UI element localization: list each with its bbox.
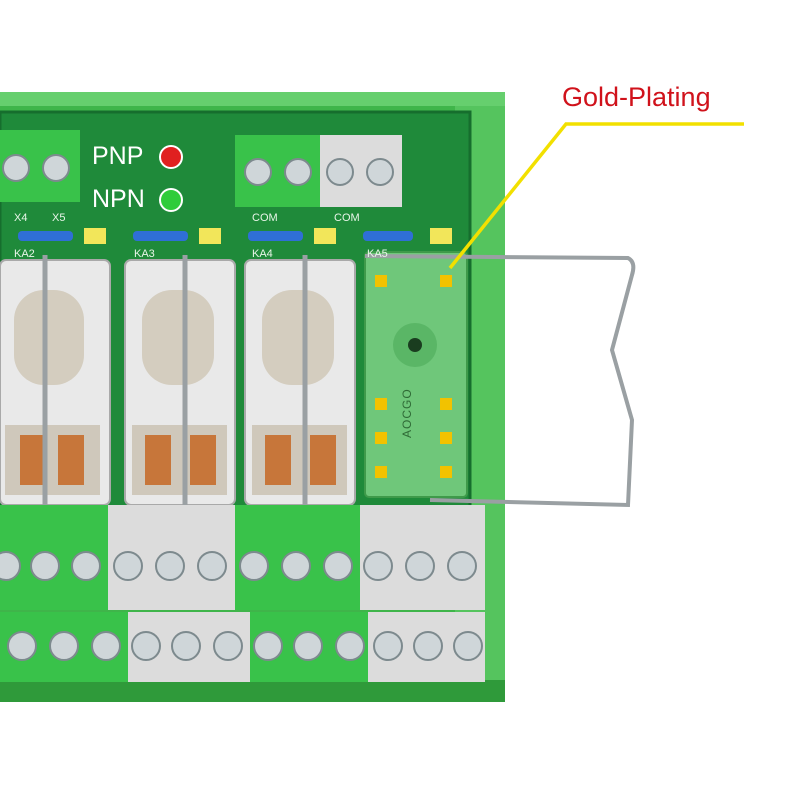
pnp-label: PNP — [92, 142, 144, 170]
com-label-1: COM — [252, 212, 278, 224]
gold-pin — [375, 432, 387, 444]
terminal-row-lower — [0, 612, 485, 682]
com-terminal-block — [235, 135, 402, 207]
relay-socket-ka5 — [364, 251, 468, 498]
relay-ka3 — [124, 259, 236, 506]
gold-plating-callout: Gold-Plating — [562, 82, 711, 112]
npn-label: NPN — [92, 185, 145, 213]
gold-pin — [375, 398, 387, 410]
gold-pin — [440, 432, 452, 444]
input-label-x5: X5 — [52, 212, 66, 224]
gold-pin — [440, 466, 452, 478]
terminal-row-upper — [0, 505, 485, 610]
npn-led — [159, 188, 183, 212]
relay-label-ka4: KA4 — [252, 248, 273, 260]
gold-pin — [440, 275, 452, 287]
terminal-screw — [2, 154, 30, 182]
com-label-2: COM — [334, 212, 360, 224]
input-label-x4: X4 — [14, 212, 28, 224]
pnp-led — [159, 145, 183, 169]
relay-label-ka5: KA5 — [367, 248, 388, 260]
relay-ka4 — [244, 259, 356, 506]
relay-label-ka3: KA3 — [134, 248, 155, 260]
gold-pin — [440, 398, 452, 410]
terminal-screw — [42, 154, 70, 182]
wire-clip — [364, 254, 636, 508]
gold-pin — [375, 275, 387, 287]
relay-ka2 — [0, 259, 111, 506]
resistor-row — [18, 228, 452, 244]
callout-line — [448, 122, 744, 270]
gold-pin — [375, 466, 387, 478]
input-terminal-block — [0, 130, 80, 202]
relay-label-ka2: KA2 — [14, 248, 35, 260]
socket-marking: AOCGO — [400, 388, 414, 438]
